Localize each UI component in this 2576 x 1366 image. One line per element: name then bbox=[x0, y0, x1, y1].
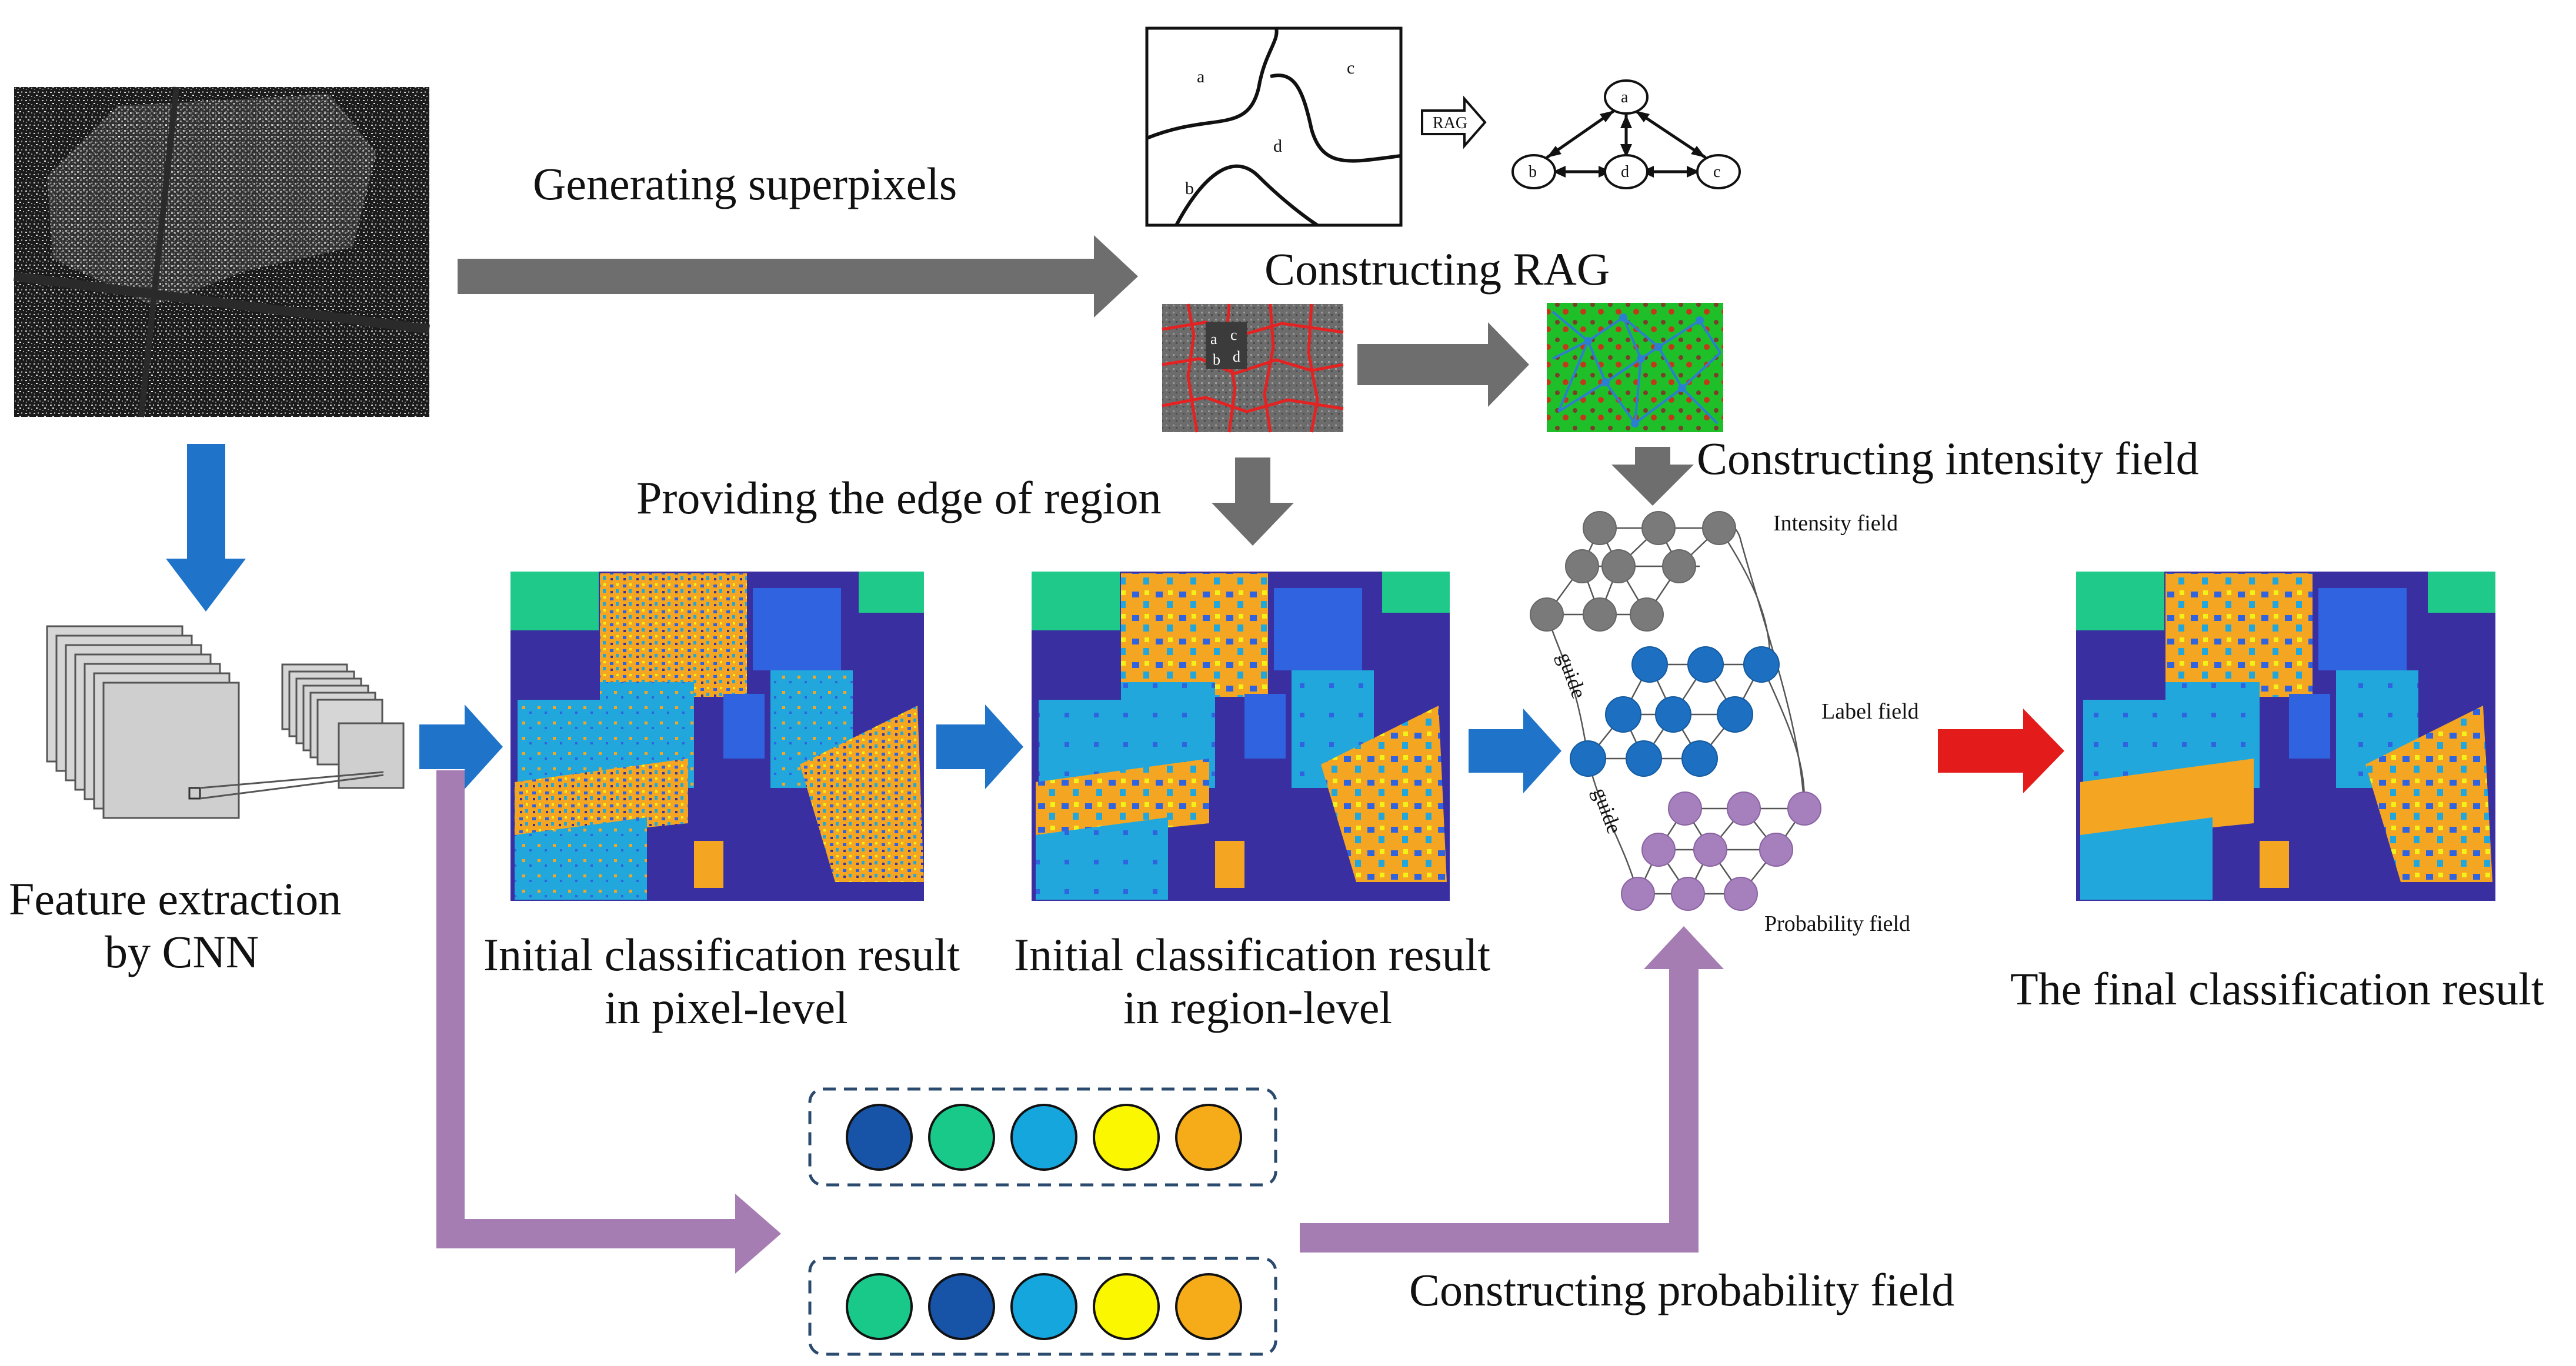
label-initial-region-2: in region-level bbox=[1123, 982, 1392, 1033]
arrow-superpixel-to-rag bbox=[1357, 322, 1529, 407]
label-initial-pixel-1: Initial classification result bbox=[483, 929, 960, 980]
guide-label-1: guide bbox=[1553, 649, 1591, 702]
label-final-result: The final classification result bbox=[2010, 963, 2544, 1014]
arrow-sar-to-cnn bbox=[166, 444, 246, 612]
region-label-d: d bbox=[1273, 136, 1282, 156]
rag-graph bbox=[1546, 109, 1707, 178]
probability-swatch bbox=[1093, 1273, 1160, 1340]
rag-arrow-label: RAG bbox=[1433, 114, 1467, 132]
probability-swatch bbox=[846, 1273, 913, 1340]
region-map: a c d b bbox=[1145, 26, 1403, 227]
superpixel-tag-c: c bbox=[1230, 326, 1237, 343]
arrow-generate-superpixels bbox=[458, 235, 1138, 318]
fields-graph: guide guide bbox=[1530, 511, 1821, 911]
rag-node-b: b bbox=[1511, 154, 1556, 189]
arrow-intensity-down bbox=[1611, 447, 1694, 506]
probability-swatch bbox=[1010, 1273, 1077, 1340]
superpixel-tag-b: b bbox=[1213, 351, 1220, 368]
probability-vector-1 bbox=[808, 1087, 1277, 1187]
label-constructing-rag: Constructing RAG bbox=[1264, 243, 1610, 295]
svg-text:a: a bbox=[1621, 88, 1629, 106]
superpixel-tag-a: a bbox=[1210, 330, 1217, 348]
superpixel-image: a c b d bbox=[1162, 303, 1344, 433]
arrow-to-final bbox=[1938, 709, 2064, 793]
superpixel-tag-d: d bbox=[1233, 348, 1240, 365]
svg-text:c: c bbox=[1713, 163, 1720, 181]
svg-text:b: b bbox=[1529, 163, 1537, 181]
probability-swatch bbox=[1175, 1273, 1242, 1340]
label-feature-extraction-1: Feature extraction bbox=[9, 873, 341, 924]
arrow-region-to-field bbox=[1469, 709, 1561, 793]
label-feature-extraction-2: by CNN bbox=[105, 926, 259, 977]
arrow-cnn-to-pixel bbox=[419, 704, 503, 789]
probability-swatch bbox=[928, 1104, 995, 1171]
probability-swatch bbox=[928, 1273, 995, 1340]
arrow-pixel-to-probability bbox=[436, 770, 781, 1274]
label-probability-field: Probability field bbox=[1764, 911, 1910, 936]
rag-image bbox=[1547, 303, 1723, 432]
cnn-feature-maps bbox=[46, 625, 405, 819]
arrow-pixel-to-region bbox=[936, 704, 1023, 789]
label-initial-region-1: Initial classification result bbox=[1014, 929, 1490, 980]
rag-node-c: c bbox=[1696, 154, 1741, 189]
label-providing-edge: Providing the edge of region bbox=[636, 472, 1161, 523]
svg-text:d: d bbox=[1621, 163, 1629, 181]
arrow-probability-to-field bbox=[1300, 926, 1724, 1253]
rag-arrow: RAG bbox=[1421, 95, 1487, 149]
label-initial-pixel-2: in pixel-level bbox=[605, 982, 848, 1033]
probability-swatch bbox=[846, 1104, 913, 1171]
probability-swatch bbox=[1010, 1104, 1077, 1171]
label-generating-superpixels: Generating superpixels bbox=[533, 158, 957, 209]
final-classification-map bbox=[2076, 572, 2495, 901]
arrow-edge-down bbox=[1212, 457, 1294, 546]
rag-node-d: d bbox=[1604, 154, 1649, 189]
pixel-level-map bbox=[510, 572, 924, 901]
label-intensity-field: Intensity field bbox=[1773, 511, 1898, 536]
label-label-field: Label field bbox=[1821, 699, 1919, 724]
region-label-b: b bbox=[1185, 179, 1194, 198]
label-constructing-probability-field: Constructing probability field bbox=[1409, 1264, 1954, 1315]
rag-node-a: a bbox=[1604, 79, 1649, 115]
region-level-map bbox=[1032, 572, 1450, 901]
region-label-c: c bbox=[1347, 58, 1354, 78]
probability-swatch bbox=[1093, 1104, 1160, 1171]
region-label-a: a bbox=[1197, 67, 1204, 86]
sar-input-image bbox=[13, 86, 431, 418]
label-constructing-intensity-field: Constructing intensity field bbox=[1697, 433, 2199, 484]
guide-label-2: guide bbox=[1588, 784, 1626, 837]
probability-vector-2 bbox=[808, 1257, 1277, 1356]
probability-swatch bbox=[1175, 1104, 1242, 1171]
